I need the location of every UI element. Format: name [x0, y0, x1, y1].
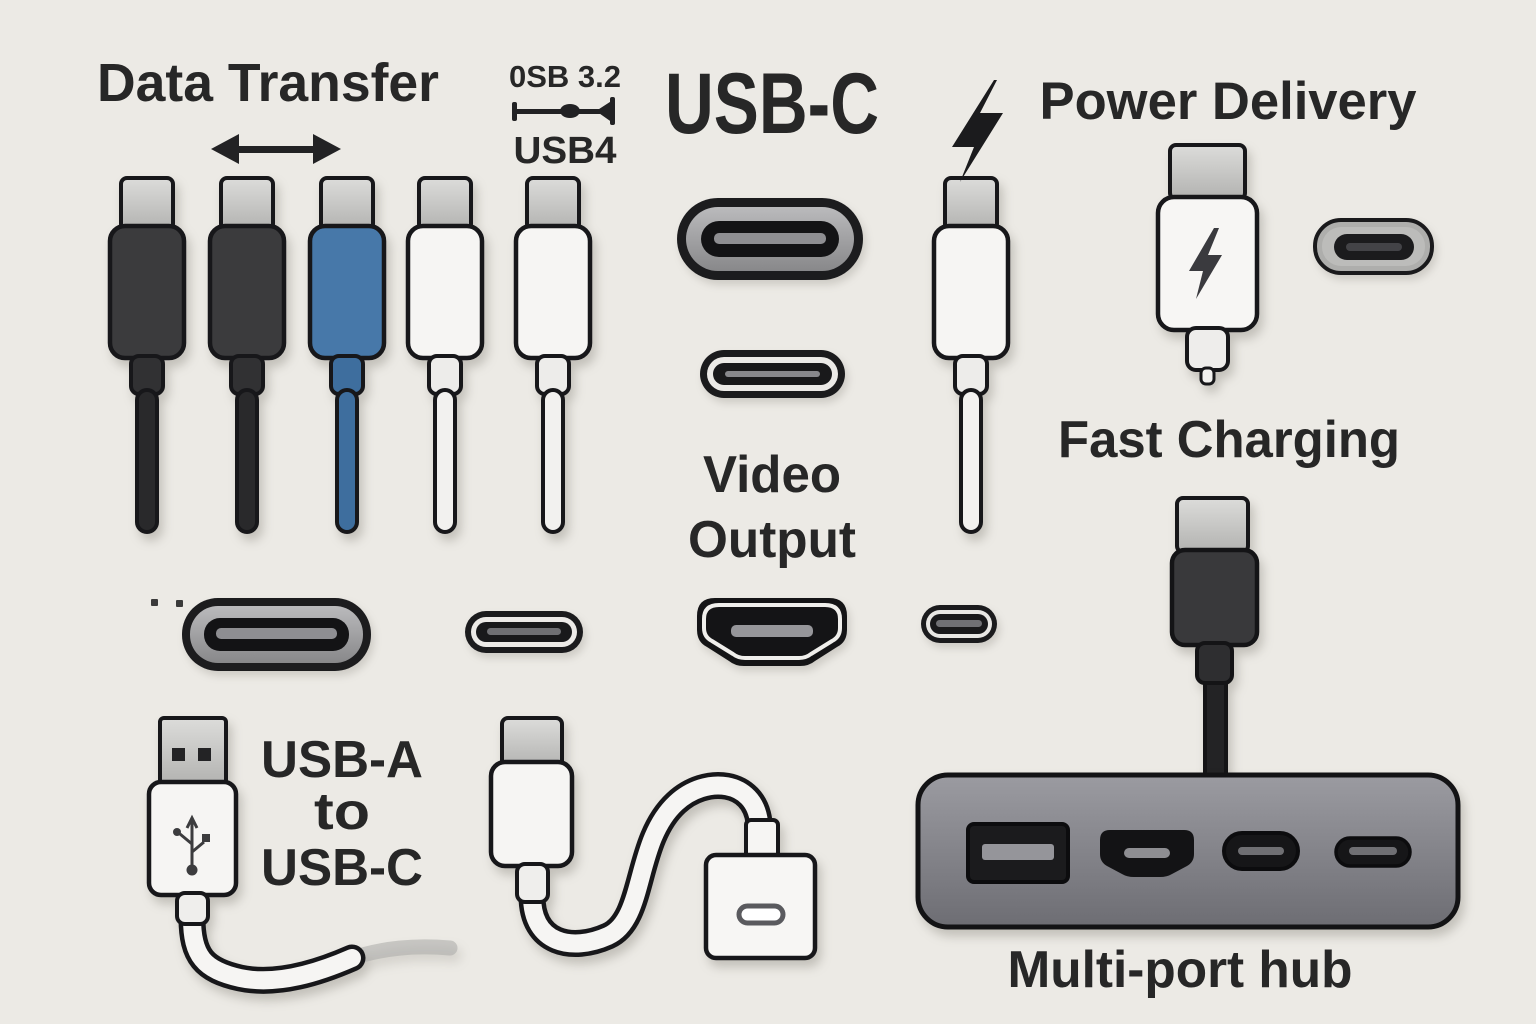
hub-usb-c-port-2 [1334, 836, 1412, 868]
fast-charging-connector [1169, 496, 1260, 785]
usb-c-adapter-cable [488, 716, 818, 961]
multi-port-hub [915, 772, 1461, 930]
usb-trident-icon [173, 814, 210, 876]
usb-c-port-small [700, 350, 845, 398]
usb-a-to-usb-c-label-line2: to [314, 783, 370, 841]
usb-32-label: 0SB 3.2 [509, 59, 621, 94]
data-transfer-label: Data Transfer [97, 53, 439, 113]
cable-plug-icon [512, 97, 615, 125]
multi-port-hub-label: Multi-port hub [1008, 941, 1353, 999]
video-output-label-line1: Video [703, 446, 841, 504]
video-output-label-line2: Output [688, 511, 856, 569]
hub-hdmi-port [1100, 830, 1194, 877]
usb-c-port-gray [1313, 218, 1434, 275]
usb-c-port-large-left [182, 598, 371, 671]
usb-c-title: USB-C [665, 56, 879, 152]
video-output-port [697, 598, 847, 666]
usb-c-port-large [677, 198, 863, 280]
power-delivery-connector [1155, 143, 1260, 386]
double-headed-arrow-icon [211, 134, 341, 164]
power-delivery-label: Power Delivery [1040, 72, 1418, 131]
data-transfer-cables [110, 178, 590, 532]
hub-usb-a-port [966, 822, 1070, 884]
lightning-bolt-icon [952, 80, 1003, 182]
usb-c-connector-white-1 [408, 178, 482, 532]
hub-usb-c-port-1 [1222, 831, 1300, 871]
usb-c-port-small-left [465, 611, 583, 653]
usb-c-connector-white-2 [516, 178, 590, 532]
usb-c-connector-black-2 [210, 178, 284, 532]
usb-a-connector [146, 716, 458, 994]
lightning-bolt-small-icon [1189, 228, 1222, 299]
usb-c-port-small-right [921, 605, 997, 643]
usb-c-cable-white-vertical [934, 178, 1008, 532]
usb-c-connector-black-1 [110, 178, 184, 532]
dust-dots [151, 599, 183, 607]
usb4-label: USB4 [514, 130, 617, 172]
usb-a-to-usb-c-label-line3: USB-C [261, 839, 423, 897]
usb-a-to-usb-c-label-line1: USB-A [261, 731, 423, 789]
fast-charging-label: Fast Charging [1058, 411, 1400, 469]
usb-c-connector-blue [310, 178, 384, 532]
